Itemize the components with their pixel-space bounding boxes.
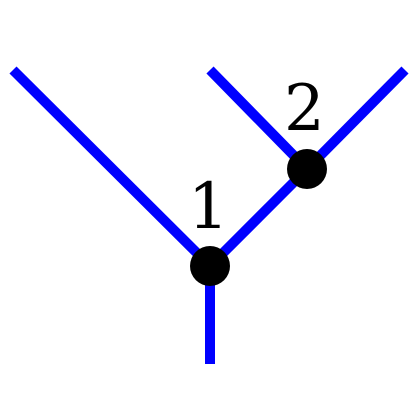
node-2-label: 2 [284,72,325,146]
node-1-label: 1 [188,170,229,244]
node-2-dot [287,149,327,189]
edge-node2-right-branch [303,66,409,173]
edge-node1-left-branch [9,66,214,270]
edge-node2-left-branch [206,66,311,173]
edge-node1-node2 [206,165,311,270]
node-1-dot [190,246,230,286]
